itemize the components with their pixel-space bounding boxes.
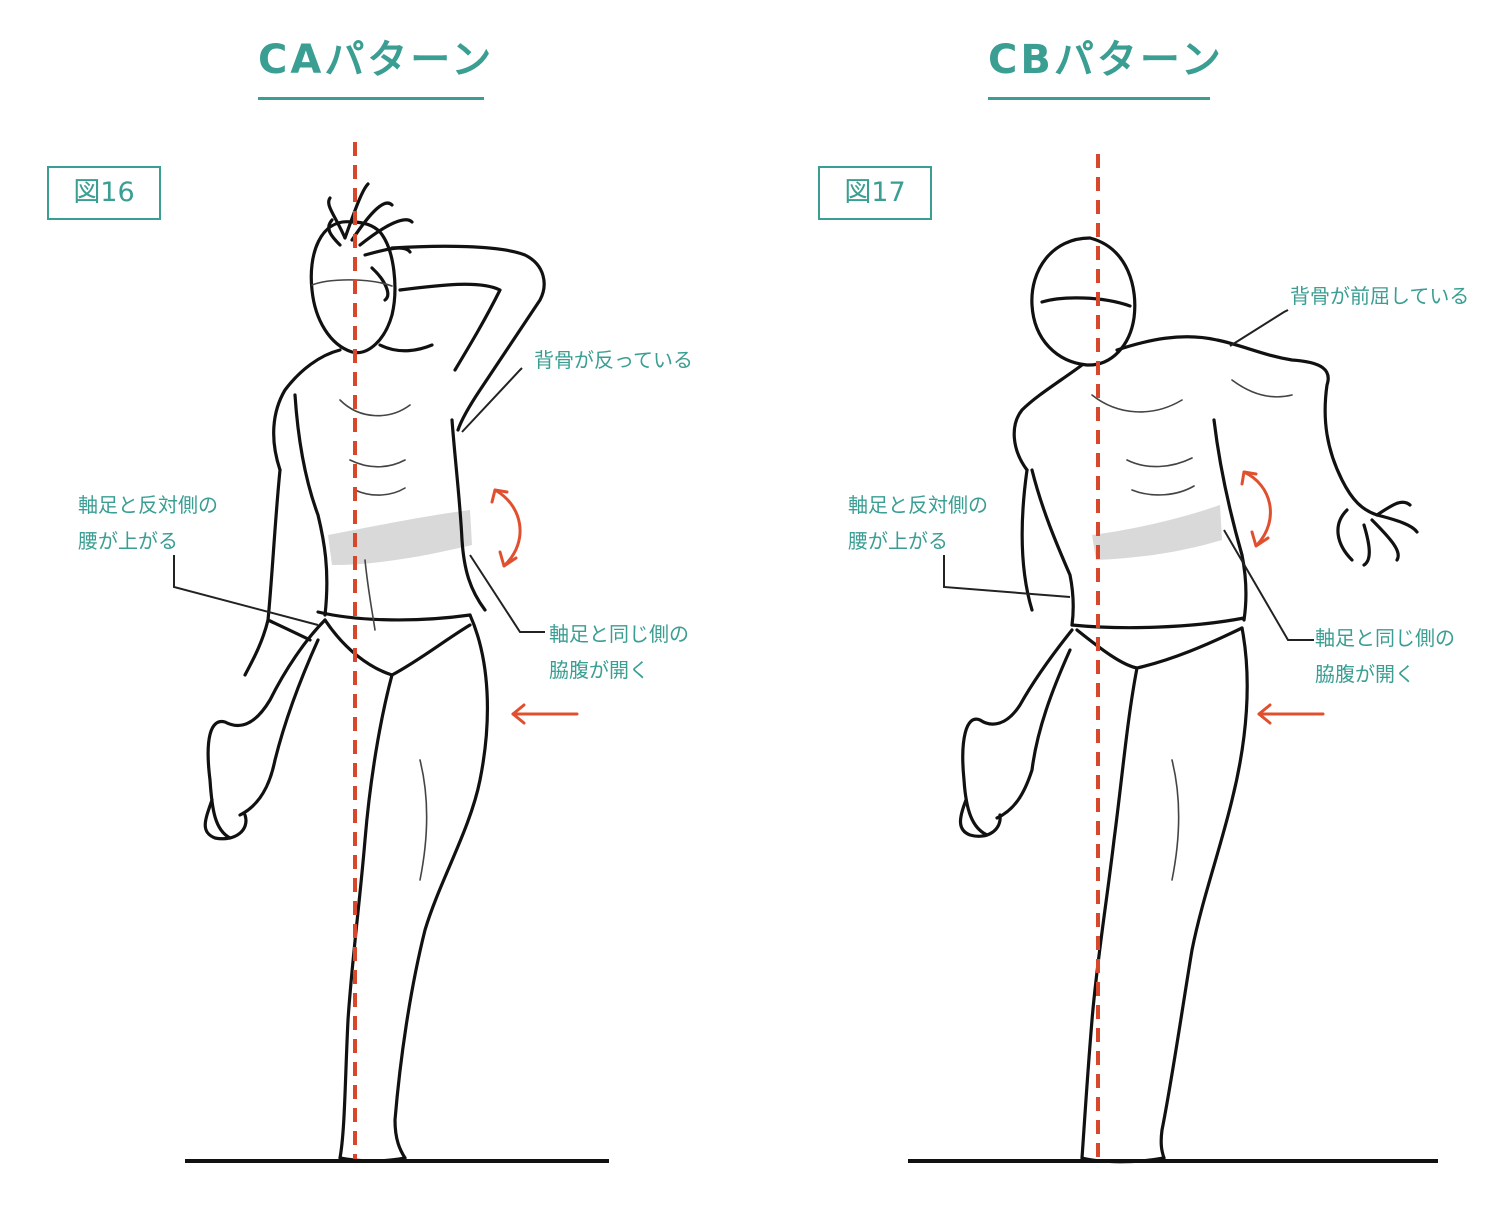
ca-left-arrow [511,703,579,725]
cb-hip-note: 軸足と反対側の 腰が上がる [848,487,988,559]
ca-flank-note: 軸足と同じ側の 脇腹が開く [549,616,689,688]
panel-ca-pattern: CAパターン 図16 背骨が反っている 軸足と反対側の 腰が上がる 軸足と同じ側… [0,0,751,1225]
ca-title-underline [258,97,484,100]
cb-spine-leader [1229,309,1289,347]
cb-flank-note: 軸足と同じ側の 脇腹が開く [1315,620,1455,692]
ca-flank-note-line1: 軸足と同じ側の [549,622,689,646]
ca-spine-note-text: 背骨が反っている [534,348,693,372]
cb-flank-leader [1223,529,1314,641]
cb-figure-muscle-lines [1091,379,1293,881]
cb-pose-drawing [908,154,1438,1164]
cb-figure-outline [958,236,1419,1164]
cb-flank-note-line1: 軸足と同じ側の [1315,626,1455,650]
ca-rotation-arrow [490,488,522,568]
cb-waist-shading [1092,505,1222,560]
ca-figure-outline [203,182,546,1163]
cb-left-arrow [1257,703,1325,725]
cb-hip-note-line1: 軸足と反対側の [848,493,988,517]
ca-figure-muscle-lines [311,279,428,881]
ca-hip-leader [173,555,319,626]
ca-flank-leader [469,554,545,633]
cb-hip-note-line2: 腰が上がる [848,529,948,553]
cb-hip-leader [943,555,1071,598]
cb-spine-note-text: 背骨が前屈している [1290,284,1470,308]
cb-spine-note: 背骨が前屈している [1290,278,1469,314]
cb-title-underline [988,97,1210,100]
ca-hip-note-line1: 軸足と反対側の [78,493,218,517]
ca-flank-note-line2: 脇腹が開く [549,658,649,682]
ca-spine-note: 背骨が反っている [534,342,693,378]
ca-figure-label: 図16 [47,166,161,220]
ca-hip-note-line2: 腰が上がる [78,529,178,553]
ca-hip-note: 軸足と反対側の 腰が上がる [78,487,218,559]
panel-cb-pattern: CBパターン 図17 背骨が前屈している 軸足と反対側の 腰が上がる 軸足と同じ… [752,0,1503,1225]
cb-flank-note-line2: 脇腹が開く [1315,662,1415,686]
ca-spine-leader [461,367,523,433]
cb-title: CBパターン [988,37,1224,83]
cb-rotation-arrow [1240,470,1272,548]
cb-figure-label: 図17 [818,166,932,220]
ca-waist-shading [328,510,472,565]
ca-title: CAパターン [258,37,495,83]
ca-pose-drawing [173,142,609,1163]
